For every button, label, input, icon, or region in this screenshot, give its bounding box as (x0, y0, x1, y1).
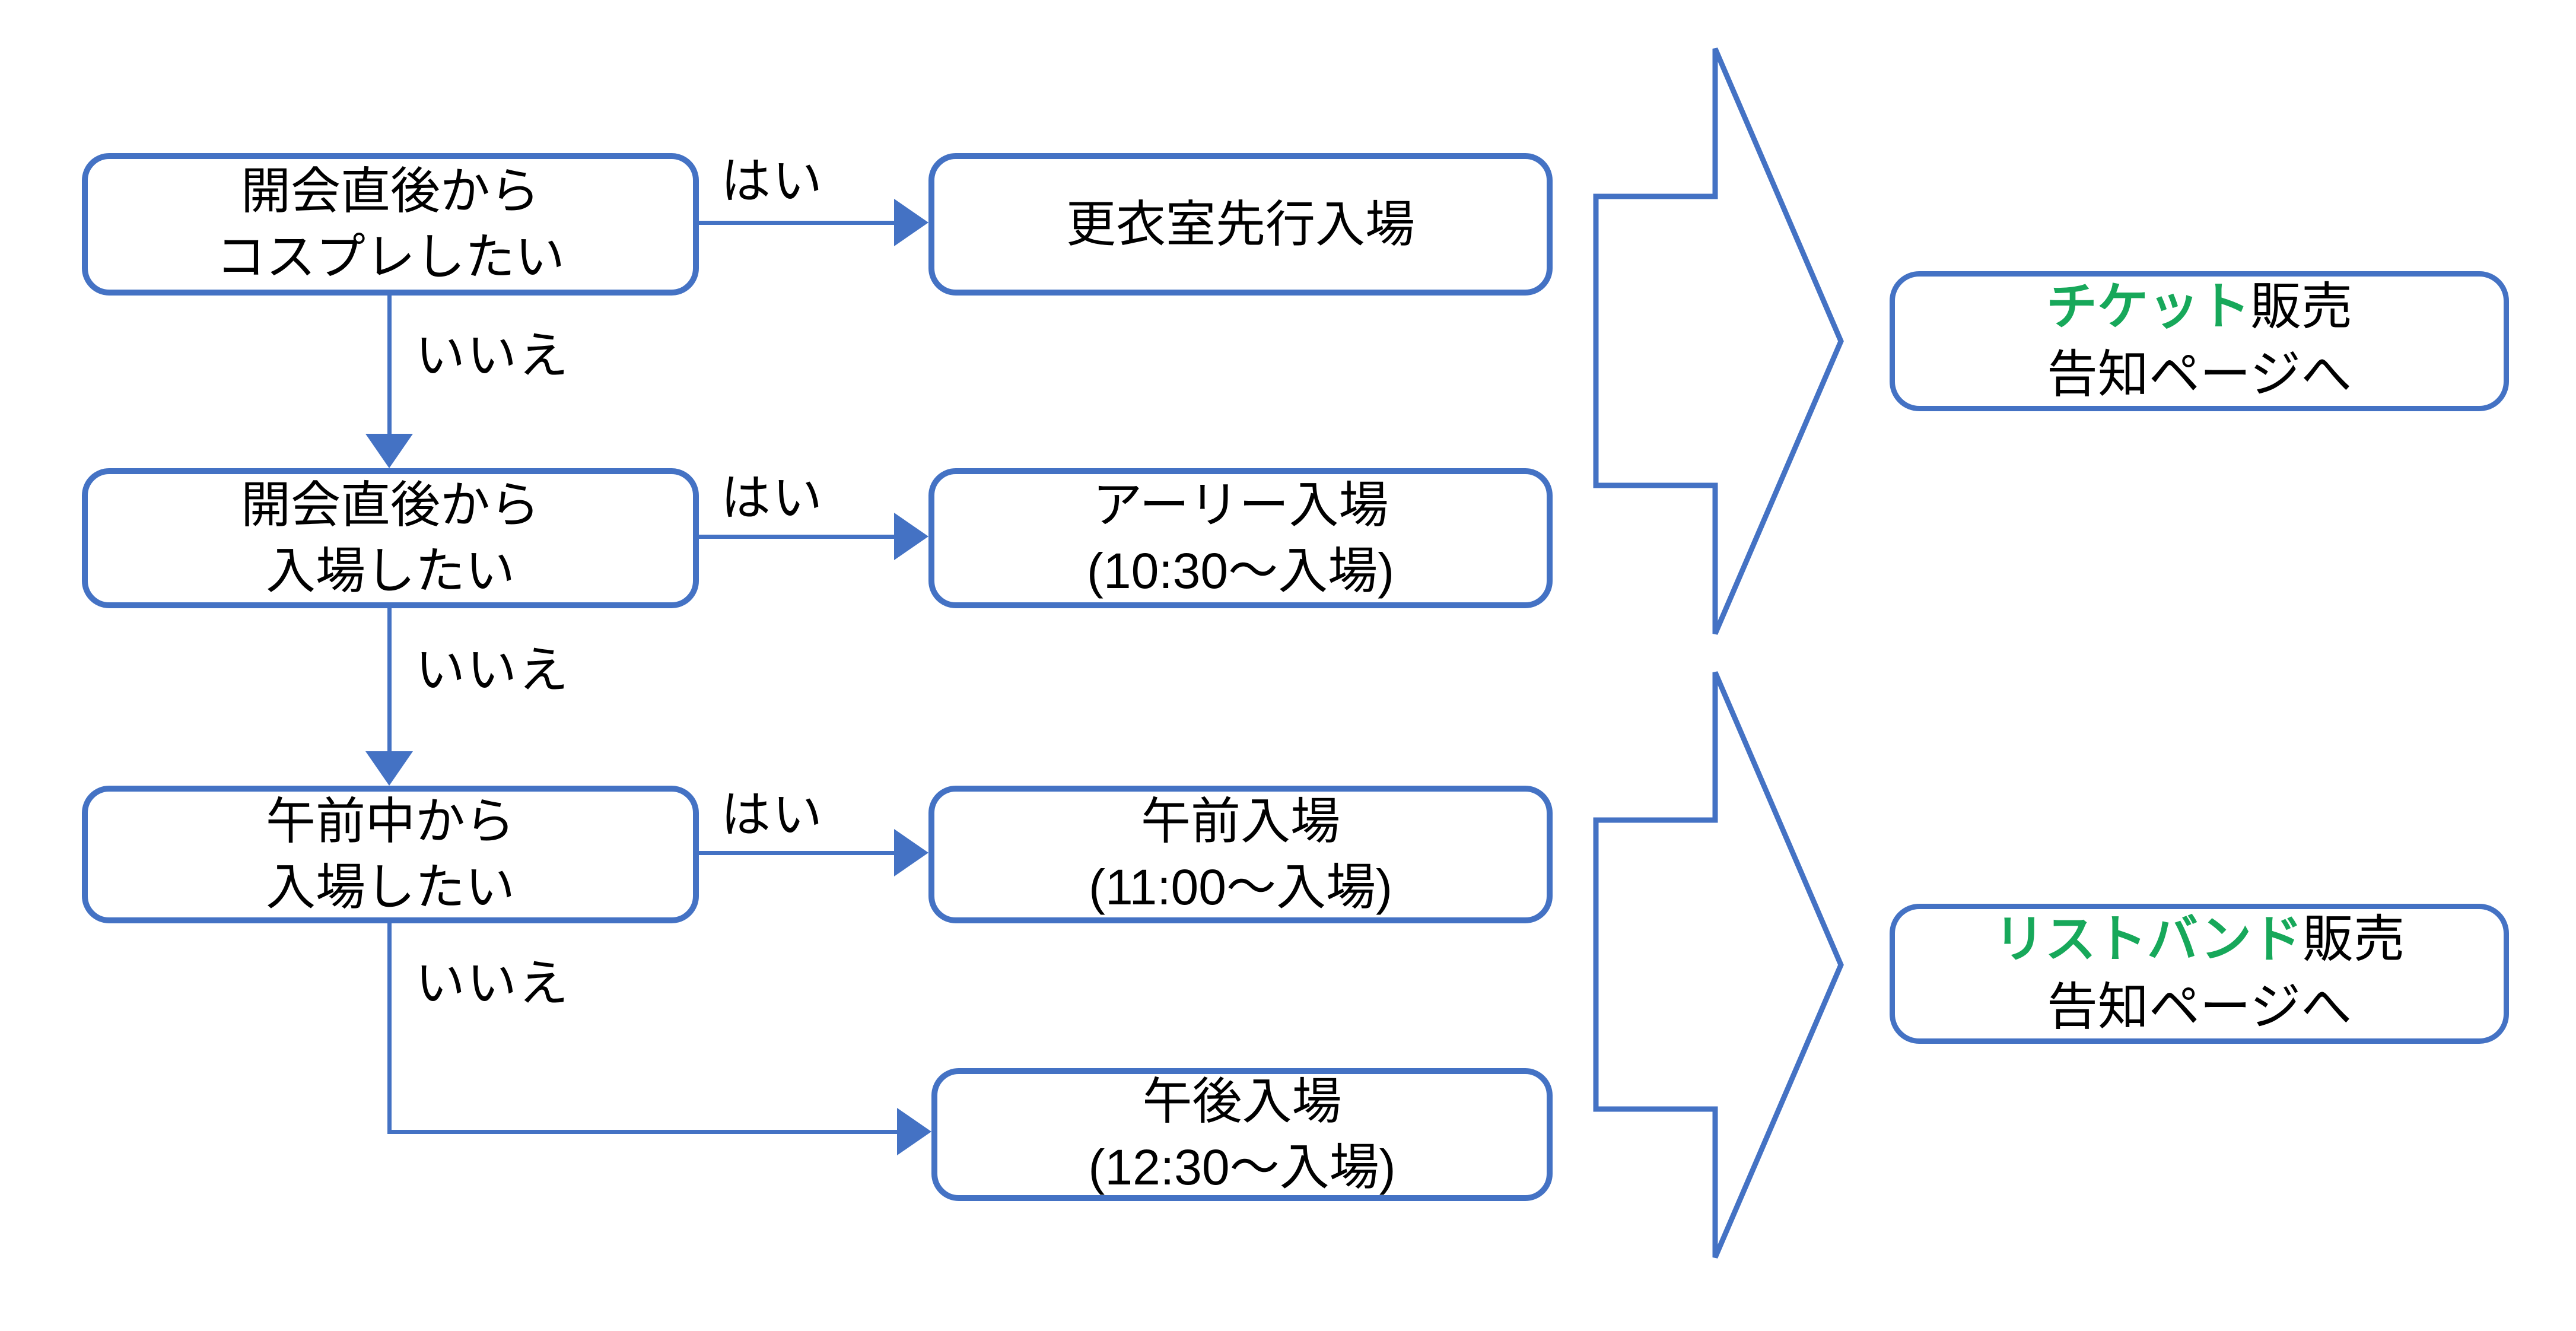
outcome-box-early-entry: アーリー入場 (10:30〜入場) (928, 468, 1553, 608)
arrowhead-right-icon (897, 1108, 931, 1155)
destination-subtitle: 告知ページへ (2046, 979, 2352, 1035)
destination-subtitle: 告知ページへ (2046, 346, 2352, 403)
destination-title: チケット販売 (2046, 274, 2352, 341)
outcome-box-afternoon-entry: 午後入場 (12:30〜入場) (931, 1068, 1553, 1201)
chevron-arrow-bottom-icon (1593, 671, 1844, 1259)
destination-highlight: チケット (2046, 278, 2250, 336)
outcome-text: アーリー入場 (1092, 477, 1389, 533)
destination-highlight: リストバンド (1993, 911, 2303, 968)
question-box-enter-morning: 午前中から 入場したい (82, 786, 699, 923)
outcome-text: (10:30〜入場) (1086, 543, 1395, 599)
outcome-text: 更衣室先行入場 (1066, 196, 1415, 252)
question-box-enter-at-open: 開会直後から 入場したい (82, 468, 699, 608)
label-no-3: いいえ (415, 955, 571, 1011)
question-text: コスプレしたい (215, 229, 565, 285)
outcome-text: (12:30〜入場) (1088, 1139, 1396, 1195)
outcome-box-morning-entry: 午前入場 (11:00〜入場) (928, 786, 1553, 923)
arrowhead-down-icon (365, 751, 413, 786)
connector-no-3-horizontal (387, 1130, 897, 1134)
label-yes-1: はい (721, 153, 825, 209)
destination-suffix: 販売 (2250, 278, 2352, 336)
question-text: 入場したい (265, 543, 515, 599)
outcome-text: 午前入場 (1140, 793, 1340, 850)
connector-yes-2 (699, 535, 895, 539)
connector-yes-3 (699, 851, 895, 855)
arrowhead-right-icon (894, 513, 928, 560)
outcome-text: 午後入場 (1142, 1073, 1342, 1130)
connector-yes-1 (699, 221, 895, 225)
question-text: 開会直後から (240, 477, 540, 533)
outcome-text: (11:00〜入場) (1089, 859, 1392, 915)
destination-suffix: 販売 (2303, 911, 2405, 968)
outcome-box-changing-room: 更衣室先行入場 (928, 153, 1553, 296)
connector-no-1 (387, 296, 392, 434)
destination-box-ticket: チケット販売 告知ページへ (1890, 271, 2509, 411)
chevron-arrow-top-icon (1593, 47, 1844, 635)
label-no-1: いいえ (415, 328, 571, 383)
arrowhead-right-icon (894, 199, 928, 246)
connector-no-3-vertical (387, 923, 392, 1134)
question-text: 午前中から (265, 793, 515, 850)
question-text: 入場したい (265, 859, 515, 915)
label-yes-3: はい (721, 787, 825, 843)
arrowhead-right-icon (894, 829, 928, 876)
arrowhead-down-icon (365, 434, 413, 468)
connector-no-2 (387, 608, 392, 752)
destination-box-wristband: リストバンド販売 告知ページへ (1890, 904, 2509, 1044)
label-no-2: いいえ (415, 642, 571, 698)
destination-title: リストバンド販売 (1994, 906, 2405, 974)
label-yes-2: はい (721, 470, 825, 526)
question-box-cosplay: 開会直後から コスプレしたい (82, 153, 699, 296)
question-text: 開会直後から (240, 163, 540, 220)
